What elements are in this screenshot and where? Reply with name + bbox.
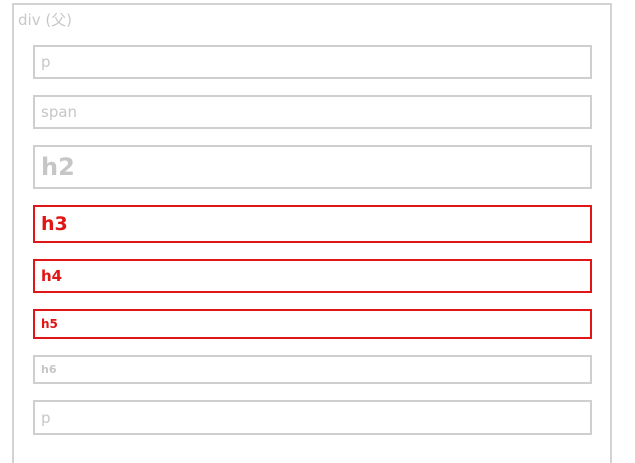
child-h5-label: h5 [41, 317, 58, 331]
child-h6-box: h6 [33, 355, 592, 384]
child-span-box: span [33, 95, 592, 129]
child-h4-label: h4 [41, 267, 63, 285]
child-h6-label: h6 [41, 363, 57, 376]
child-h2-label: h2 [41, 153, 75, 181]
child-h5-box: h5 [33, 309, 592, 339]
child-h4-box: h4 [33, 259, 592, 293]
child-h3-label: h3 [41, 213, 68, 235]
parent-div-label: div (父) [18, 11, 73, 29]
child-p-box-1: p [33, 45, 592, 79]
child-p-box-2: p [33, 400, 592, 435]
child-h2-box: h2 [33, 145, 592, 189]
child-p-label-2: p [41, 408, 51, 427]
child-span-label: span [41, 103, 78, 121]
parent-div-container [12, 3, 612, 463]
child-p-label-1: p [41, 53, 51, 71]
child-h3-box: h3 [33, 205, 592, 243]
